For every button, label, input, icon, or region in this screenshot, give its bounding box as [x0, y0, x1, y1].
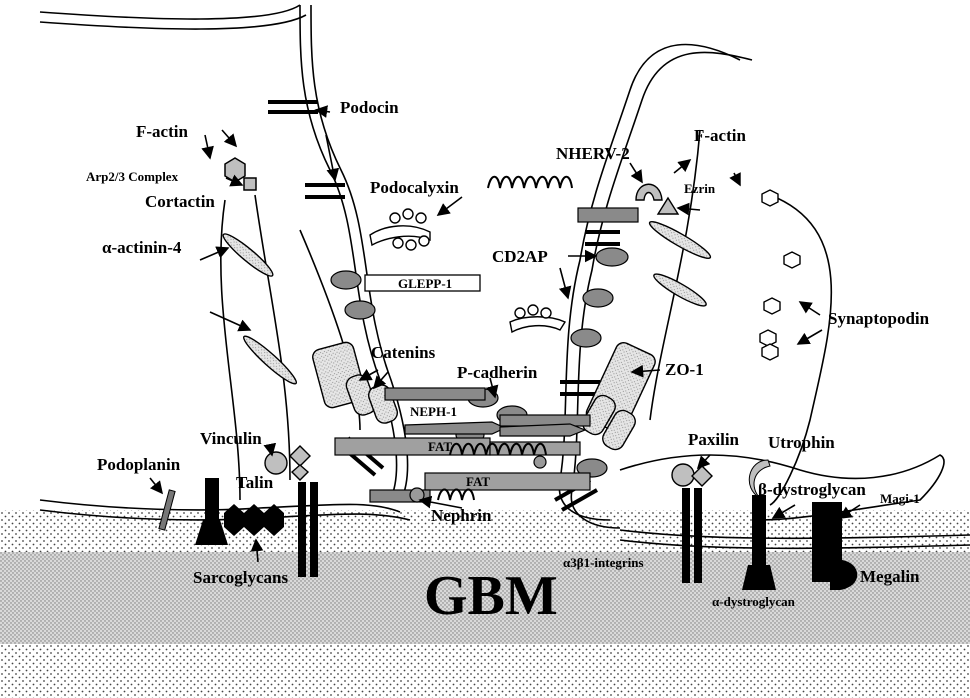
label-zo1: ZO-1: [665, 360, 704, 379]
label-f-actin-right: F-actin: [694, 126, 746, 145]
label-megalin: Megalin: [860, 567, 920, 586]
label-alpha-dystroglycan: α-dystroglycan: [712, 594, 796, 609]
label-pcadherin: P-cadherin: [457, 363, 538, 382]
label-podoplanin: Podoplanin: [97, 455, 181, 474]
label-fat-lower: FAT: [466, 474, 490, 489]
label-paxilin: Paxilin: [688, 430, 740, 449]
label-fat-upper: FAT: [428, 439, 452, 454]
label-integrins: α3β1-integrins: [563, 555, 644, 570]
label-ezrin: Ezrin: [684, 181, 716, 196]
label-nephrin: Nephrin: [431, 506, 492, 525]
label-glepp: GLEPP-1: [398, 276, 452, 291]
synaptopodin-beads: [760, 190, 800, 360]
label-actinin: α-actinin-4: [102, 238, 182, 257]
label-vinculin: Vinculin: [200, 429, 262, 448]
label-utrophin: Utrophin: [768, 433, 835, 452]
nephrin-node-right: [534, 456, 546, 468]
focal-adhesion-right: [672, 464, 712, 486]
label-podocalyxin: Podocalyxin: [370, 178, 459, 197]
label-nherv: NHERV-2: [556, 144, 630, 163]
ezrin-complex: [636, 184, 678, 214]
label-arp-complex: Arp2/3 Complex: [86, 169, 179, 184]
label-catenins: Catenins: [371, 343, 436, 362]
label-podocin: Podocin: [340, 98, 399, 117]
label-f-actin-left: F-actin: [136, 122, 188, 141]
label-magi: Magi-1: [880, 491, 920, 506]
label-cd2ap: CD2AP: [492, 247, 548, 266]
label-sarcoglycans: Sarcoglycans: [193, 568, 288, 587]
label-synaptopodin: Synaptopodin: [828, 309, 930, 328]
label-gbm: GBM: [424, 565, 558, 627]
label-talin: Talin: [236, 473, 274, 492]
podocalyxin-molecule: [370, 209, 565, 332]
nherv-bar: [578, 208, 638, 222]
actin-filaments: [221, 195, 832, 505]
label-beta-dystroglycan: β-dystroglycan: [758, 480, 866, 499]
label-neph: NEPH-1: [410, 404, 457, 419]
label-cortactin: Cortactin: [145, 192, 215, 211]
